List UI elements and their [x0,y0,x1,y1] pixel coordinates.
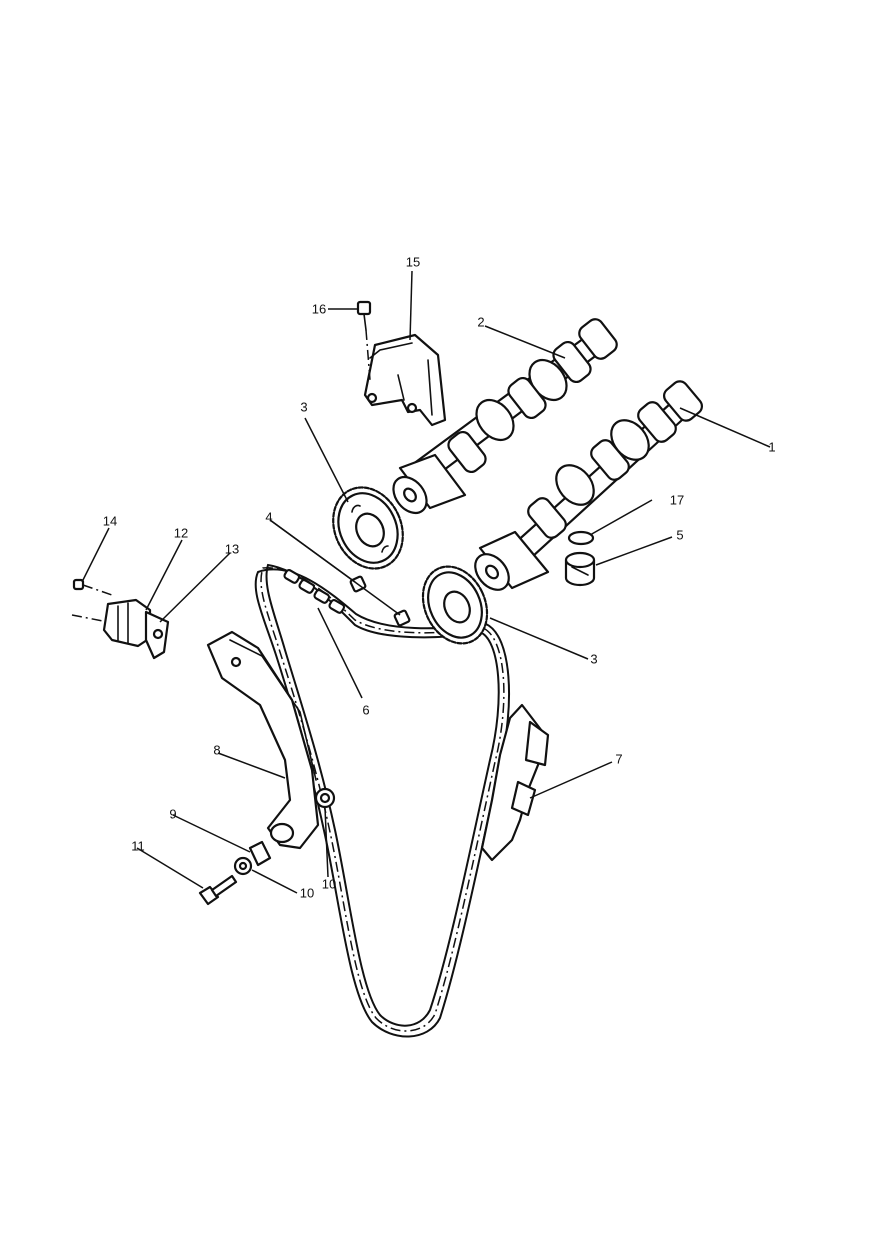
spacer-sleeve [248,840,272,867]
bolt-16 [356,300,372,381]
chain-guide [480,703,550,862]
sprocket-upper [332,486,404,570]
callout-15: 15 [406,254,420,269]
callout-10-upper: 10 [322,876,336,891]
chain-links [283,569,346,614]
callout-3-upper: 3 [300,399,307,414]
leader-lines [81,270,771,894]
bearing-cap-bracket [363,333,447,427]
callout-1: 1 [768,439,775,454]
callout-4: 4 [265,509,272,524]
pivot-bolt [198,874,238,906]
callout-3-lower: 3 [590,651,597,666]
camshaft-lower [474,380,704,591]
camshaft-upper [392,318,618,515]
callout-14: 14 [103,513,117,528]
callout-12: 12 [174,525,188,540]
callout-7: 7 [615,751,622,766]
washer-upper [314,787,336,809]
callout-5: 5 [676,527,683,542]
sprocket-lower [421,565,489,645]
callout-10-lower: 10 [300,885,314,900]
tensioner-assembly [71,598,152,648]
tappet-bucket [564,551,596,587]
shim [567,530,595,546]
washer-lower [233,856,253,876]
callout-2: 2 [477,314,484,329]
callout-17: 17 [670,492,684,507]
callout-labels: 1 2 3 3 4 5 6 7 8 9 10 10 11 12 13 14 15… [103,254,776,900]
callout-16: 16 [312,301,326,316]
callout-8: 8 [213,742,220,757]
callout-6: 6 [362,702,369,717]
callout-11: 11 [131,838,145,853]
tensioner-bolt [72,578,113,596]
tensioner-gasket [144,610,170,660]
callout-9: 9 [169,806,176,821]
tensioner-blade [206,630,320,850]
callout-13: 13 [225,541,239,556]
